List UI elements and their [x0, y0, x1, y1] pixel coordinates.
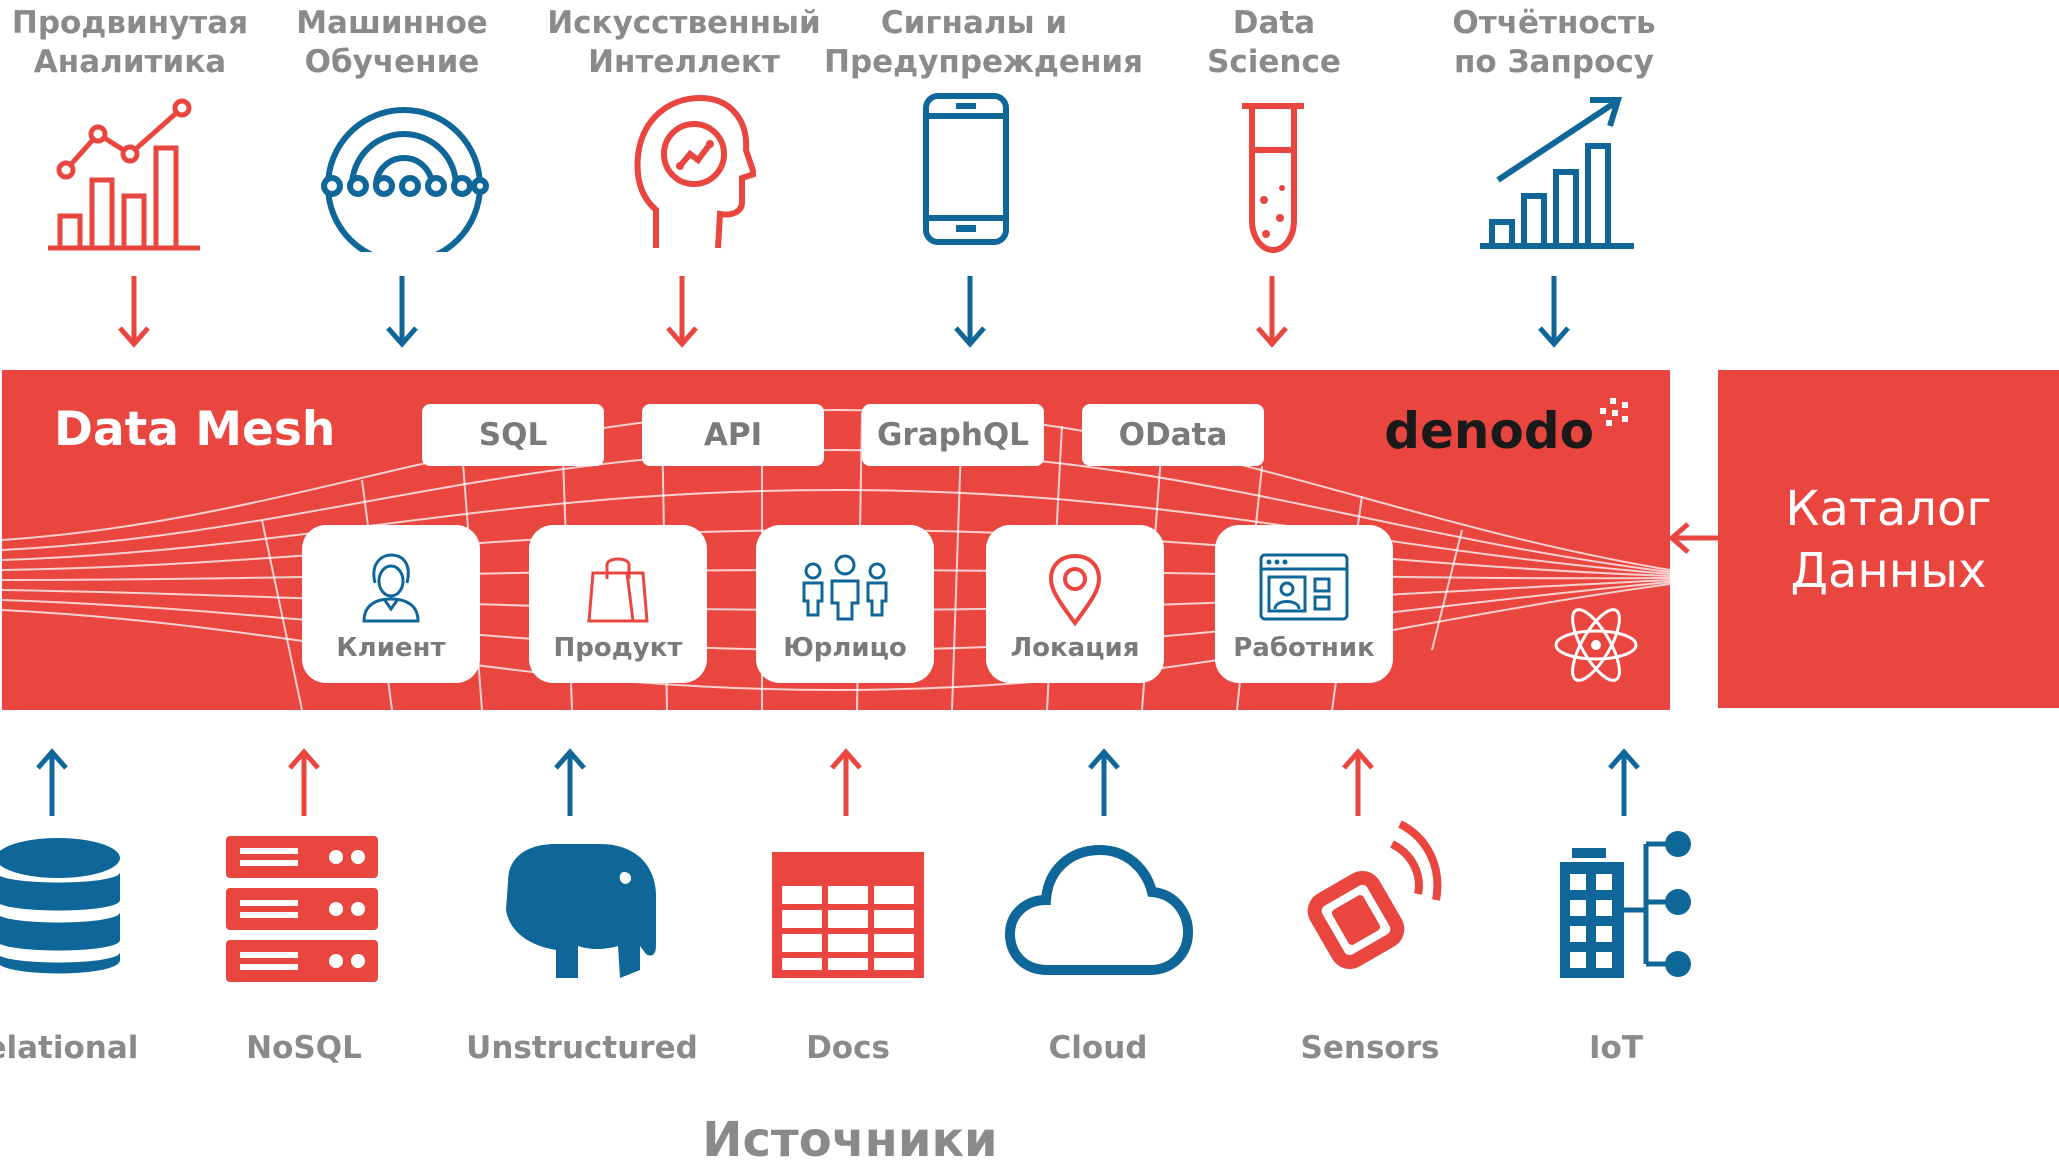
- arrow-up-icon: [288, 748, 320, 816]
- source-label: IoT: [1589, 1030, 1643, 1066]
- data-mesh-band: Data Mesh SQL API GraphQL OData denodo К…: [2, 370, 1670, 710]
- arrow-down-icon: [118, 276, 150, 348]
- source-label: Docs: [806, 1030, 890, 1066]
- entity-label: Продукт: [553, 633, 683, 663]
- consumer-label: Сигналы и Предупреждения: [824, 5, 1143, 80]
- source-label: Cloud: [1048, 1030, 1148, 1066]
- consumer-label: Искусственный Интеллект: [547, 5, 821, 80]
- source-label: Sensors: [1300, 1030, 1440, 1066]
- arrow-down-icon: [1256, 276, 1288, 348]
- shopping-bag-icon: [587, 557, 649, 623]
- arrow-down-icon: [954, 276, 986, 348]
- arrow-up-icon: [554, 748, 586, 816]
- arrow-down-icon: [666, 276, 698, 348]
- entity-customer[interactable]: Клиент: [302, 525, 480, 683]
- arrow-up-icon: [1088, 748, 1120, 816]
- denodo-logo-dots-icon: [1600, 398, 1628, 426]
- entity-employee[interactable]: Работник: [1215, 525, 1393, 683]
- denodo-logo: denodo: [1384, 402, 1594, 460]
- protocol-odata[interactable]: OData: [1082, 404, 1264, 466]
- location-pin-icon: [1048, 553, 1102, 627]
- growth-chart-icon: [1480, 97, 1634, 249]
- customer-icon: [362, 553, 420, 623]
- source-label: Relational: [0, 1030, 139, 1066]
- arrow-up-icon: [1342, 748, 1374, 816]
- arrow-up-icon: [36, 748, 68, 816]
- iot-building-icon: [1560, 831, 1691, 978]
- consumer-label: Data Science: [1207, 5, 1341, 80]
- employee-card-icon: [1259, 553, 1349, 621]
- atom-icon: [1554, 608, 1638, 682]
- consumer-label: Машинное Обучение: [296, 5, 488, 80]
- entity-label: Юрлицо: [783, 633, 907, 663]
- server-rack-icon: [226, 836, 378, 982]
- source-label: Unstructured: [466, 1030, 698, 1066]
- database-icon: [0, 838, 120, 974]
- entity-location[interactable]: Локация: [986, 525, 1164, 683]
- arrow-down-icon: [1538, 276, 1570, 348]
- consumer-label: Отчётность по Запросу: [1452, 5, 1656, 80]
- analytics-chart-icon: [48, 98, 200, 251]
- protocol-sql[interactable]: SQL: [422, 404, 604, 466]
- test-tube-icon: [1242, 103, 1304, 254]
- data-catalog-label: Каталог Данных: [1785, 481, 1992, 599]
- spreadsheet-icon: [772, 852, 924, 978]
- arrow-up-icon: [830, 748, 862, 816]
- entity-label: Работник: [1233, 633, 1375, 663]
- arrow-up-icon: [1608, 748, 1640, 816]
- data-catalog-panel[interactable]: Каталог Данных: [1718, 370, 2059, 708]
- entity-product[interactable]: Продукт: [529, 525, 707, 683]
- protocol-graphql[interactable]: GraphQL: [862, 404, 1044, 466]
- elephant-icon: [506, 844, 656, 978]
- sources-title: Источники: [702, 1112, 998, 1168]
- machine-learning-icon: [321, 107, 489, 252]
- entity-label: Локация: [1010, 633, 1140, 663]
- data-mesh-title: Data Mesh: [54, 402, 336, 457]
- arrow-down-icon: [386, 276, 418, 348]
- protocol-api[interactable]: API: [642, 404, 824, 466]
- cloud-icon: [1004, 844, 1194, 975]
- source-label: NoSQL: [246, 1030, 362, 1066]
- people-group-icon: [802, 554, 888, 621]
- smartphone-icon: [923, 93, 1009, 245]
- ai-head-icon: [634, 94, 756, 249]
- arrow-left-icon: [1670, 522, 1718, 554]
- entity-label: Клиент: [336, 633, 446, 663]
- entity-legal-entity[interactable]: Юрлицо: [756, 525, 934, 683]
- consumer-label: Продвинутая Аналитика: [11, 5, 249, 80]
- smartwatch-signal-icon: [1307, 820, 1442, 970]
